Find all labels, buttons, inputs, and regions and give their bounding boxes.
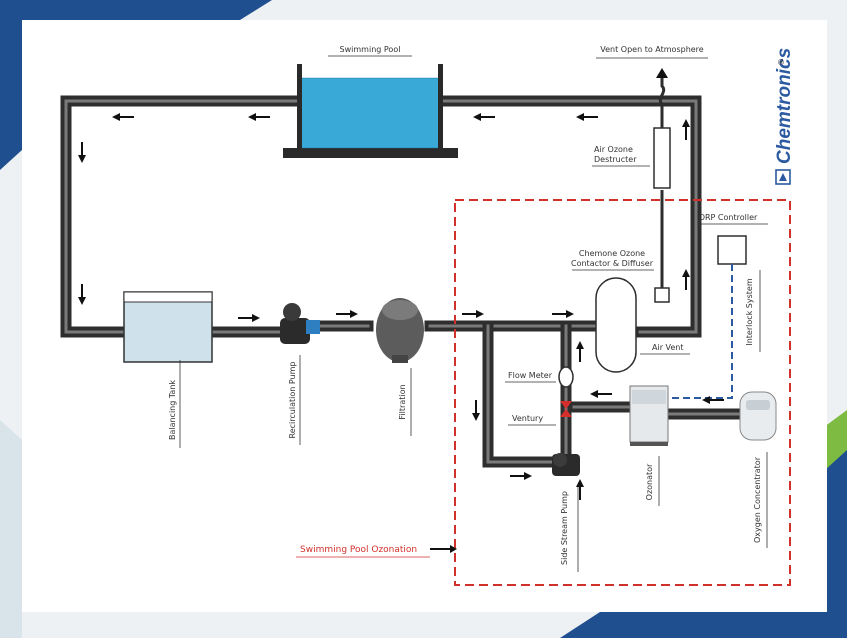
air-ozone-destructer-label-line2: Destructer — [594, 155, 637, 164]
arrow-down-side — [472, 400, 480, 421]
arrow-up-right2 — [682, 269, 690, 290]
arrow-left-top1 — [112, 113, 134, 121]
contactor-diffuser: Chemone Ozone Contactor & Diffuser Air V… — [571, 249, 690, 373]
arrow-down-left2 — [78, 284, 86, 305]
air-ozone-destructer-label-line1: Air Ozone — [594, 145, 633, 154]
arrow-up-right1 — [682, 119, 690, 140]
ozonation-boundary — [454, 199, 791, 586]
ozonation-callout: Swimming Pool Ozonation — [296, 545, 457, 558]
arrow-left-ozone — [590, 390, 612, 398]
filtration-unit: Filtration — [376, 298, 424, 436]
flow-meter-ventury: Flow Meter Ventury — [505, 366, 574, 426]
side-stream-pump-label: Side Stream Pump — [560, 491, 569, 565]
chemone-label-line1: Chemone Ozone — [579, 249, 645, 258]
arrow-left-top2 — [248, 113, 270, 121]
chemone-label-line2: Contactor & Diffuser — [571, 259, 654, 268]
recirculation-pump-label: Recirculation Pump — [288, 362, 297, 439]
balancing-tank: Balancing Tank — [123, 291, 213, 448]
swimming-pool-ozonation-label: Swimming Pool Ozonation — [300, 545, 417, 555]
oxygen-concentrator: Oxygen Concentrator — [739, 391, 777, 548]
swimming-pool-label: Swimming Pool — [340, 45, 401, 54]
arrow-left-oxygen — [702, 396, 724, 404]
main-pipe-loop — [60, 95, 746, 468]
side-stream-pump: Side Stream Pump — [552, 453, 580, 572]
swimming-pool: Swimming Pool — [283, 45, 458, 158]
flow-meter-label: Flow Meter — [508, 371, 553, 380]
arrow-right-3 — [462, 310, 484, 318]
ventury-label: Ventury — [512, 414, 543, 423]
flow-arrows — [78, 113, 724, 500]
orp-controller-label: ORP Controller — [699, 213, 758, 222]
arrow-left-top3 — [473, 113, 495, 121]
vent-open-label: Vent Open to Atmosphere — [600, 45, 704, 54]
vent-assembly: Vent Open to Atmosphere Air Ozone Destru… — [592, 45, 708, 303]
orp-controller: ORP Controller Interlock System — [668, 213, 768, 399]
brand-mark: ® — [777, 58, 786, 66]
arrow-down-left1 — [78, 142, 86, 163]
filtration-label: Filtration — [398, 384, 407, 419]
interlock-system-label: Interlock System — [745, 278, 754, 346]
balancing-tank-label: Balancing Tank — [168, 380, 177, 440]
arrow-right-2 — [336, 310, 358, 318]
air-vent-label: Air Vent — [652, 343, 684, 352]
recirculation-pump: Recirculation Pump — [280, 303, 320, 445]
brand-name: Chemtronics — [774, 48, 795, 164]
ozonator: Ozonator — [629, 385, 669, 506]
oxygen-concentrator-label: Oxygen Concentrator — [753, 456, 762, 543]
ozonator-label: Ozonator — [645, 463, 654, 500]
arrow-right-4 — [552, 310, 574, 318]
chemtronics-logo: Chemtronics ® — [774, 48, 795, 185]
arrow-right-bottom — [510, 472, 532, 480]
arrow-up-side — [576, 341, 584, 362]
arrow-right-1 — [238, 314, 260, 322]
arrow-left-top4 — [576, 113, 598, 121]
arrow-up-pump — [576, 479, 584, 500]
